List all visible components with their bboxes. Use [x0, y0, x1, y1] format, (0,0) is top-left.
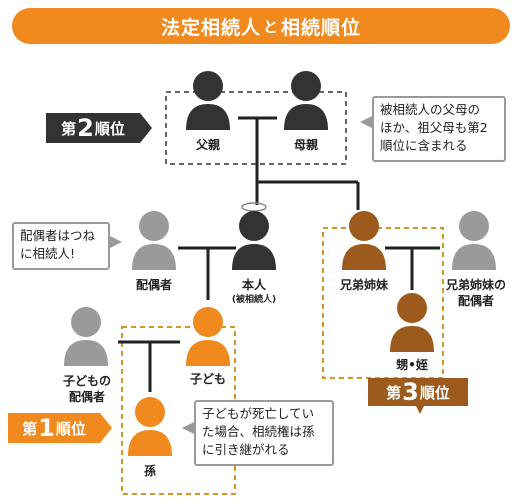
- title-part2: 相続順位: [281, 16, 362, 39]
- spouse-note: 配偶者はつね に相続人!: [12, 222, 110, 270]
- person-siblings-spouse-icon: [452, 211, 496, 270]
- person-child-spouse-icon: [64, 307, 108, 366]
- rank2-badge-shape: [46, 113, 152, 143]
- title-joiner: と: [262, 17, 279, 36]
- siblings-label: 兄弟姉妹: [339, 278, 388, 292]
- rank1-badge-shape: [8, 413, 112, 443]
- mother-label: 母親: [293, 138, 318, 152]
- person-child-icon: [186, 307, 230, 366]
- siblings-spouse-label-line2: 配偶者: [457, 294, 494, 308]
- rank3-suffix: 順位: [419, 383, 450, 402]
- grandchild-dashed-box: [121, 326, 236, 495]
- grandchild-note-pointer: [182, 422, 194, 434]
- person-siblings-icon: [342, 211, 386, 270]
- rank1-number: 1: [38, 414, 55, 442]
- self-label: 本人: [241, 278, 266, 292]
- parents-note-line1: 被相続人の父母の: [380, 102, 481, 117]
- parents-note-pointer: [360, 116, 372, 128]
- rank2-suffix: 順位: [94, 119, 125, 138]
- grandchild-note-line1: 子どもが死亡してい: [202, 406, 315, 421]
- rank2-number: 2: [77, 114, 94, 142]
- child-spouse-label-line1: 子どもの: [62, 374, 111, 388]
- person-mother-icon: [284, 71, 328, 130]
- child-label: 子ども: [189, 372, 226, 386]
- rank3-prefix: 第: [386, 383, 402, 402]
- rank3-badge-shape: [368, 378, 468, 414]
- person-father-icon: [186, 71, 230, 130]
- title-banner: 法定相続人 と 相続順位: [12, 8, 510, 44]
- person-self-icon: [232, 211, 276, 270]
- spouse-note-pointer: [110, 236, 122, 248]
- spouse-label: 配偶者: [135, 278, 172, 292]
- siblings-spouse-label-line1: 兄弟姉妹の: [445, 278, 506, 292]
- person-spouse-icon: [132, 211, 176, 270]
- child-spouse-label-line2: 配偶者: [68, 390, 105, 404]
- grandchild-label: 孫: [143, 464, 156, 478]
- parents-note-line2: ほか、祖父母も第2: [380, 120, 488, 135]
- parents-note-line3: 順位に含まれる: [380, 138, 468, 153]
- connector-lines: [118, 116, 440, 392]
- father-label: 父親: [195, 138, 220, 152]
- rank1-suffix: 順位: [55, 419, 86, 438]
- person-grandchild-icon: [128, 397, 172, 456]
- spouse-note-line2: に相続人!: [20, 246, 76, 261]
- rank1-prefix: 第: [22, 419, 38, 438]
- rank3-number: 3: [402, 378, 419, 406]
- grandchild-note-line3: に引き継がれる: [202, 442, 290, 457]
- nephew-label: 甥•姪: [396, 358, 428, 372]
- self-sublabel: (被相続人): [231, 295, 277, 305]
- parents-note: 被相続人の父母の ほか、祖父母も第2 順位に含まれる: [372, 96, 506, 162]
- person-nephew-icon: [390, 293, 434, 352]
- grandchild-note: 子どもが死亡してい た場合、相続権は孫 に引き継がれる: [194, 400, 334, 466]
- rank2-prefix: 第: [61, 119, 77, 138]
- halo-icon: [241, 202, 267, 212]
- spouse-note-line1: 配偶者はつね: [20, 228, 96, 243]
- title-part1: 法定相続人: [160, 16, 261, 39]
- grandchild-note-line2: た場合、相続権は孫: [202, 424, 315, 439]
